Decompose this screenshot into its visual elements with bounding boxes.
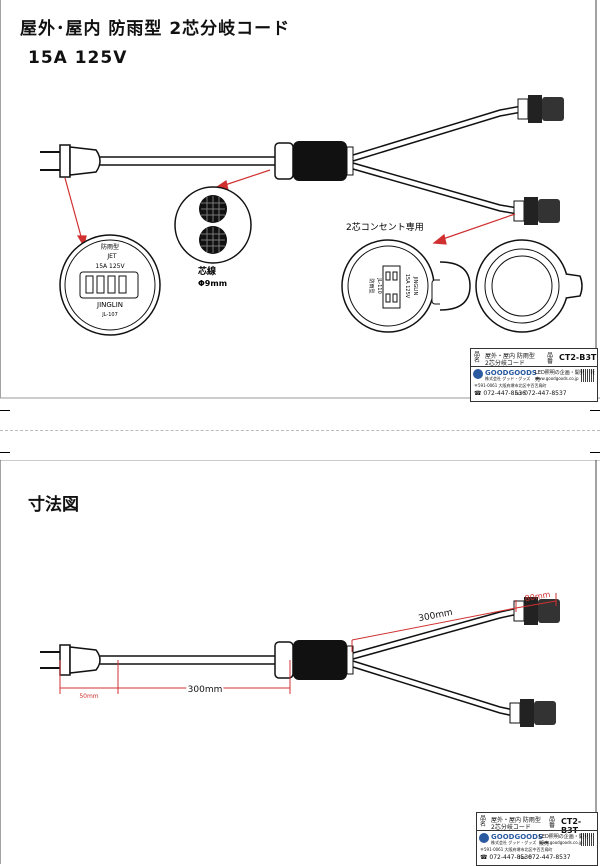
dim-connector: 80mm: [524, 590, 551, 603]
title-block: 品名 屋外・屋内 防雨型 2芯分岐コード 品番 CT2-B3T GOODGOOD…: [470, 348, 598, 402]
tel: ☎ 072-447-8536: [474, 390, 526, 397]
core-label: 芯線: [198, 265, 216, 277]
logo-icon: [473, 369, 483, 379]
qr-code-icon: [581, 833, 594, 846]
logo-text: GOODGOODS: [485, 369, 537, 377]
dim-plug: 50mm: [79, 693, 98, 700]
crop-mark: [0, 410, 10, 411]
code-label: 品番: [549, 816, 556, 829]
tagline: LED照明の企画・開発・販売: [535, 370, 595, 383]
plug-icon-2: [40, 644, 275, 676]
page-separator: [0, 430, 600, 431]
connector-bottom-icon: [513, 197, 560, 225]
crop-mark: [590, 452, 600, 453]
dim-branch-cable: 300mm: [418, 608, 454, 624]
address: 〒591-0061 大阪府堺市北区中百舌鳥町: [480, 847, 553, 852]
page-title: 屋外･屋内 防雨型 2芯分岐コード: [20, 19, 291, 39]
product-code: CT2-B3T: [559, 353, 597, 362]
splitter-body-icon-2: [274, 640, 354, 680]
logo-text: GOODGOODS: [491, 833, 543, 841]
dimension-drawing: 50mm 300mm 300mm 80mm: [0, 460, 600, 864]
splitter-body-icon: [274, 141, 354, 181]
name-line1: 屋外・屋内 防雨型: [485, 353, 535, 360]
connector-top-icon: [517, 95, 564, 123]
branch-cables: [352, 105, 523, 215]
fax-number: 072-447-8537: [528, 854, 571, 861]
logo-icon: [479, 833, 489, 843]
outlet-text-4: JINGLIN: [412, 276, 418, 296]
code-label: 品番: [547, 352, 554, 365]
fax: ℻ 072-447-8537: [515, 390, 567, 397]
connector-bottom-icon-2: [509, 699, 556, 727]
tel-number: 072-447-8536: [489, 854, 532, 861]
name-label: 品名: [474, 351, 481, 364]
plug-face-line1: 防雨型: [101, 243, 119, 251]
crop-mark: [590, 410, 600, 411]
connector-top-icon-2: [513, 597, 560, 625]
tagline: LED照明の企画・開発・販売: [539, 834, 594, 847]
name-line2: 2芯分岐コード: [485, 360, 525, 367]
outlet-text-2: JL-110: [376, 277, 382, 294]
cable-core-section-icon: [174, 186, 252, 264]
company-name: 株式会社 グッド・グッズ: [485, 376, 531, 381]
plug-face-model: JL-107: [101, 312, 118, 318]
core-size: Φ9mm: [198, 279, 227, 288]
website: www.goodgoods.co.jp: [539, 840, 583, 845]
branch-cables-2: [352, 607, 519, 717]
dimension-lines: [59, 593, 557, 694]
tel-number: 072-447-8536: [483, 390, 526, 397]
name-label: 品名: [480, 815, 487, 828]
outlet-text-1: 防雨型: [368, 278, 375, 293]
crop-mark: [0, 452, 10, 453]
outlet-text-3: 15A 125V: [404, 274, 410, 299]
plug-icon: [40, 144, 275, 178]
outlet-cap-icon: [439, 239, 583, 333]
qr-code-icon: [581, 369, 594, 382]
page-subtitle: 15A 125V: [28, 48, 128, 68]
plug-face-line2: JET: [106, 253, 117, 260]
website: www.goodgoods.co.jp: [535, 376, 579, 381]
name-line2: 2芯分岐コード: [491, 824, 531, 831]
plug-face-brand: JINGLIN: [96, 301, 123, 309]
dimension-title: 寸法図: [28, 495, 79, 515]
name-line1: 屋外・屋内 防雨型: [491, 817, 541, 824]
plug-face-line3: 15A 125V: [95, 263, 125, 270]
outlet-label: 2芯コンセント専用: [346, 221, 424, 233]
outlet-face-text: 防雨型 JL-110 15A 125V JINGLIN: [368, 274, 418, 299]
fax: ℻ 072-447-8537: [519, 854, 571, 861]
dim-main-cable: 300mm: [188, 685, 223, 695]
company-name: 株式会社 グッド・グッズ: [491, 840, 537, 845]
outlet-face-icon: [341, 239, 445, 333]
title-block-2: 品名 屋外・屋内 防雨型 2芯分岐コード 品番 CT2-B3T GOODGOOD…: [476, 812, 598, 866]
plug-face-icon: [59, 234, 161, 336]
address: 〒591-0061 大阪府堺市北区中百舌鳥町: [474, 383, 547, 388]
fax-number: 072-447-8537: [524, 390, 567, 397]
tel: ☎ 072-447-8536: [480, 854, 532, 861]
